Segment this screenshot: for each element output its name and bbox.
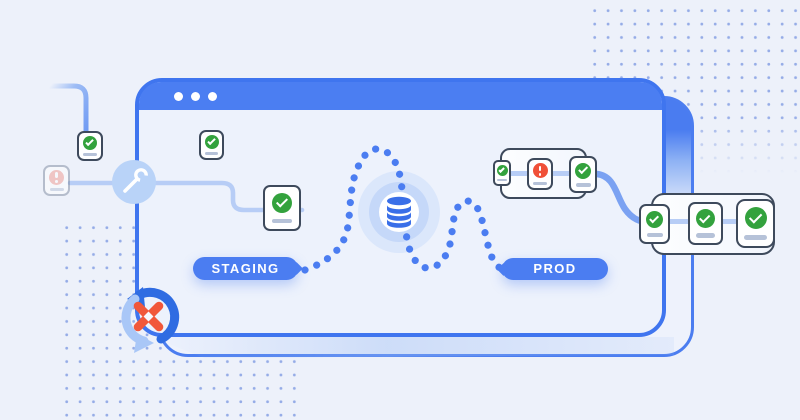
- check-icon: [744, 207, 767, 229]
- check-icon: [646, 211, 663, 228]
- sync-arrows-icon: [121, 287, 180, 353]
- prod-pill: PROD: [497, 258, 608, 280]
- database-icon: [387, 196, 411, 228]
- check-icon: [204, 135, 219, 149]
- card-label-bar: [49, 188, 64, 191]
- card-connector: [550, 171, 574, 176]
- prod-label: PROD: [533, 261, 577, 276]
- staging-pill: STAGING: [193, 257, 303, 280]
- wrench-icon: [112, 160, 156, 204]
- card-label-bar: [646, 233, 663, 237]
- card-label-bar: [272, 218, 292, 224]
- status-card-success: [263, 185, 301, 231]
- titlebar-dot-icon: [174, 92, 183, 101]
- browser-titlebar: [139, 82, 662, 110]
- staging-label: STAGING: [211, 261, 280, 276]
- pipeline-line: [67, 180, 305, 213]
- titlebar-dot-icon: [191, 92, 200, 101]
- status-card-success: [639, 204, 670, 244]
- titlebar-dot-icon: [208, 92, 217, 101]
- card-label-bar: [205, 152, 218, 155]
- status-card-success: [493, 160, 511, 186]
- pipeline-line: [47, 83, 89, 136]
- card-label-bar: [83, 153, 97, 156]
- card-label-bar: [497, 178, 507, 182]
- check-icon: [575, 162, 591, 179]
- status-card-success: [736, 199, 775, 248]
- exclamation-icon: [49, 170, 64, 185]
- dotted-deploy-path: [301, 145, 504, 274]
- card-label-bar: [575, 183, 591, 187]
- window-shadow: [152, 337, 674, 358]
- check-icon: [696, 209, 715, 229]
- status-card-success: [569, 156, 597, 193]
- card-connector: [719, 219, 740, 224]
- check-icon: [272, 192, 292, 213]
- x-pinwheel-icon: [133, 301, 164, 332]
- status-card-success: [77, 131, 103, 161]
- card-connector: [666, 219, 692, 224]
- card-connector: [508, 171, 532, 176]
- status-card-error-muted: [43, 165, 70, 196]
- card-label-bar: [533, 181, 547, 185]
- status-card-success: [688, 202, 723, 245]
- status-card-error: [527, 158, 553, 190]
- status-card-success: [199, 130, 224, 160]
- check-icon: [83, 136, 97, 150]
- check-icon: [496, 164, 508, 176]
- card-label-bar: [696, 233, 715, 238]
- card-label-bar: [744, 235, 767, 240]
- exclamation-icon: [532, 163, 548, 179]
